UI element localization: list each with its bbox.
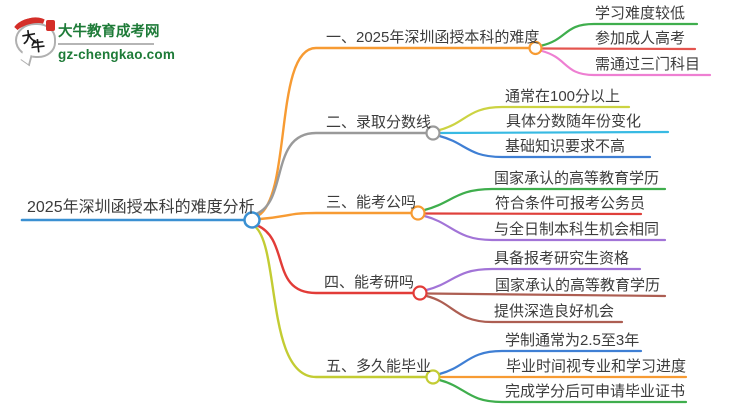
branch-5-node-circle (425, 369, 441, 385)
branch-1-node-circle (528, 40, 543, 56)
branch-3-topic: 三、能考公吗 (326, 194, 417, 211)
branch-5-child-3-line (438, 378, 688, 404)
branch-4-child-2: 国家承认的高等教育学历 (495, 277, 661, 294)
branch-5-line (253, 225, 428, 379)
branch-1-child-2: 参加成人高考 (595, 30, 686, 47)
branch-3-child-1-line (423, 187, 667, 212)
branch-2-child-1: 通常在100分以上 (505, 88, 621, 105)
logo-divider (58, 43, 154, 45)
logo-speech-bubble-icon: 大 牛 (9, 13, 56, 67)
branch-1-topic: 一、2025年深圳函授本科的难度 (326, 29, 540, 46)
logo-text-block: 大牛教育成考网 gz-chengkao.com (58, 20, 176, 62)
branch-3-line (258, 211, 413, 221)
branch-4-child-3: 提供深造良好机会 (494, 303, 615, 320)
root-node-circle (243, 211, 261, 229)
root-topic: 2025年深圳函授本科的难度分析 (27, 199, 255, 216)
branch-3-child-3-line (423, 214, 667, 242)
branch-3-node-circle (410, 205, 426, 221)
branch-4-child-2-line (425, 292, 667, 298)
branch-3-child-3: 与全日制本科生机会相同 (494, 221, 660, 238)
branch-2-child-2-line (438, 130, 670, 135)
logo-seal-icon (46, 20, 55, 31)
branch-4-topic: 四、能考研吗 (324, 274, 415, 291)
branch-2-child-1-line (438, 105, 631, 132)
site-url: gz-chengkao.com (58, 47, 176, 62)
branch-1-child-3: 需通过三门科目 (595, 56, 701, 73)
branch-4-child-3-line (425, 294, 624, 324)
branch-5-child-3: 完成学分后可申请毕业证书 (505, 383, 686, 400)
branch-2-child-2: 具体分数随年份变化 (506, 113, 642, 130)
branch-5-child-1: 学制通常为2.5至3年 (505, 332, 640, 349)
branch-5-child-1-line (438, 349, 643, 376)
branch-1-child-3-line (540, 49, 712, 77)
branch-3-child-1: 国家承认的高等教育学历 (494, 170, 660, 187)
branch-2-child-3: 基础知识要求不高 (505, 138, 626, 155)
branch-4-node-circle (412, 285, 428, 301)
branch-1-child-2-line (541, 47, 697, 51)
branch-2-node-circle (425, 125, 441, 141)
site-logo: 大 牛 大牛教育成考网 gz-chengkao.com (9, 12, 176, 72)
branch-4-child-1-line (425, 267, 642, 292)
site-name: 大牛教育成考网 (58, 24, 160, 40)
branch-4-line (256, 224, 415, 295)
branch-5-child-2: 毕业时间视专业和学习进度 (506, 358, 687, 375)
branch-3-child-2: 符合条件可报考公务员 (495, 195, 646, 212)
branch-2-line (255, 131, 428, 215)
branch-4-child-1: 具备报考研究生资格 (494, 250, 630, 267)
branch-3-child-2-line (423, 212, 643, 216)
branch-2-child-3-line (438, 134, 652, 159)
branch-5-topic: 五、多久能毕业 (326, 358, 432, 375)
branch-1-child-1: 学习难度较低 (595, 5, 686, 22)
branch-1-child-1-line (540, 22, 699, 47)
branch-2-topic: 二、录取分数线 (326, 114, 432, 131)
